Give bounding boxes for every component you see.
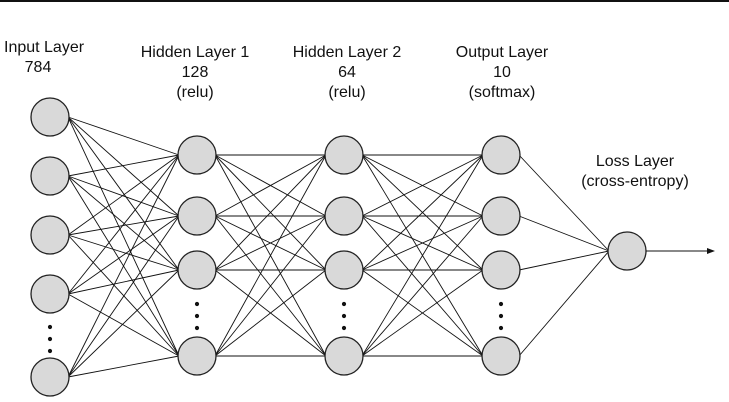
output-node-2 bbox=[481, 250, 521, 290]
input-hidden1-edge-1-1 bbox=[67, 175, 180, 217]
output-layer-ellipsis bbox=[498, 301, 504, 331]
ellipsis-dot bbox=[47, 348, 53, 354]
hidden1-hidden2-edge-3-0 bbox=[214, 154, 327, 357]
input-hidden1-edge-4-0 bbox=[67, 154, 180, 378]
ellipsis-dot bbox=[341, 325, 347, 331]
input-hidden1-edge-3-0 bbox=[67, 154, 180, 295]
ellipsis-dot bbox=[194, 313, 200, 319]
output-loss-edge-1 bbox=[518, 215, 610, 252]
hidden-layer-1-size: 128 bbox=[181, 64, 209, 81]
ellipsis-dot bbox=[194, 301, 200, 307]
output-layer-title: Output Layer bbox=[455, 44, 549, 61]
ellipsis-dot bbox=[498, 325, 504, 331]
hidden2-output-edge-2-1 bbox=[361, 215, 484, 271]
loss-layer-subtitle: (cross-entropy) bbox=[581, 173, 689, 190]
ellipsis-dot bbox=[47, 324, 53, 330]
ellipsis-dot bbox=[341, 301, 347, 307]
hidden2-output-edge-1-0 bbox=[361, 154, 484, 217]
hidden1-hidden2-edge-2-1 bbox=[214, 215, 327, 271]
hidden-layer-1-title: Hidden Layer 1 bbox=[140, 44, 250, 61]
ellipsis-dot bbox=[194, 325, 200, 331]
connections bbox=[67, 116, 610, 378]
loss-node bbox=[607, 231, 647, 271]
input-layer-label: Input Layer 784 bbox=[4, 38, 85, 78]
input-node-1 bbox=[30, 156, 70, 196]
ellipsis-dot bbox=[341, 313, 347, 319]
input-hidden1-edge-0-2 bbox=[67, 116, 180, 271]
hidden-layer-2-title: Hidden Layer 2 bbox=[292, 44, 402, 61]
output-node-3 bbox=[481, 336, 521, 376]
ellipsis-dot bbox=[498, 313, 504, 319]
ellipsis-dot bbox=[498, 301, 504, 307]
input-hidden1-edge-0-3 bbox=[67, 116, 180, 357]
hidden-layer-1-ellipsis bbox=[194, 301, 200, 331]
input-hidden1-edge-4-1 bbox=[67, 215, 180, 378]
input-node-3 bbox=[30, 274, 70, 314]
hidden1-hidden2-edge-3-2 bbox=[214, 269, 327, 357]
hidden-layer-2-label: Hidden Layer 2 64 (relu) bbox=[283, 43, 411, 103]
input-hidden1-edge-3-1 bbox=[67, 215, 180, 295]
hidden-layer-2-ellipsis bbox=[341, 301, 347, 331]
output-layer-label: Output Layer 10 (softmax) bbox=[444, 43, 560, 103]
input-hidden1-edge-3-2 bbox=[67, 269, 180, 295]
input-hidden1-edge-0-0 bbox=[67, 116, 180, 156]
hidden1-hidden2-edge-2-0 bbox=[214, 154, 327, 271]
hidden-layer-2-node-2 bbox=[324, 250, 364, 290]
hidden-layer-1-node-3 bbox=[177, 336, 217, 376]
output-loss-edge-0 bbox=[518, 154, 610, 252]
ellipsis-dot bbox=[47, 336, 53, 342]
hidden2-output-edge-2-0 bbox=[361, 154, 484, 271]
input-hidden1-edge-0-1 bbox=[67, 116, 180, 217]
input-node-2 bbox=[30, 215, 70, 255]
hidden2-output-edge-3-2 bbox=[361, 269, 484, 357]
input-node-0 bbox=[30, 97, 70, 137]
output-arrow-head bbox=[707, 248, 715, 254]
hidden-layer-2-activation: (relu) bbox=[328, 84, 366, 101]
input-hidden1-edge-4-3 bbox=[67, 355, 180, 378]
output-node-0 bbox=[481, 135, 521, 175]
output-loss-edge-3 bbox=[518, 250, 610, 357]
input-hidden1-edge-2-0 bbox=[67, 154, 180, 236]
input-layer-title: Input Layer bbox=[4, 39, 85, 56]
output-node-1 bbox=[481, 196, 521, 236]
hidden-layer-1-label: Hidden Layer 1 128 (relu) bbox=[133, 43, 257, 103]
output-layer-size: 10 bbox=[493, 64, 511, 81]
input-hidden1-edge-1-0 bbox=[67, 154, 180, 177]
hidden1-hidden2-edge-1-0 bbox=[214, 154, 327, 217]
input-hidden1-edge-4-2 bbox=[67, 269, 180, 378]
hidden2-output-edge-3-0 bbox=[361, 154, 484, 357]
input-hidden1-edge-3-3 bbox=[67, 293, 180, 357]
hidden-layer-1-node-2 bbox=[177, 250, 217, 290]
top-divider-line bbox=[0, 0, 729, 2]
input-layer-size: 784 bbox=[24, 59, 52, 76]
loss-layer-label: Loss Layer (cross-entropy) bbox=[567, 152, 703, 192]
input-ellipsis bbox=[47, 324, 53, 354]
hidden-layer-1-node-1 bbox=[177, 196, 217, 236]
output-loss-edge-2 bbox=[518, 250, 610, 271]
output-layer-activation: (softmax) bbox=[468, 84, 536, 101]
hidden-layer-1-node-0 bbox=[177, 135, 217, 175]
loss-layer-title: Loss Layer bbox=[595, 153, 675, 170]
nodes bbox=[30, 97, 647, 397]
hidden-layer-2-node-1 bbox=[324, 196, 364, 236]
hidden1-hidden2-edge-3-1 bbox=[214, 215, 327, 357]
output-arrow bbox=[646, 248, 715, 254]
input-node-4 bbox=[30, 357, 70, 397]
hidden-layer-2-node-3 bbox=[324, 336, 364, 376]
input-hidden1-edge-2-2 bbox=[67, 234, 180, 271]
ellipsis-dots bbox=[47, 301, 504, 354]
hidden-layer-2-size: 64 bbox=[338, 64, 356, 81]
input-hidden1-edge-2-3 bbox=[67, 234, 180, 357]
hidden2-output-edge-3-1 bbox=[361, 215, 484, 357]
input-hidden1-edge-2-1 bbox=[67, 215, 180, 236]
hidden-layer-1-activation: (relu) bbox=[176, 84, 214, 101]
input-hidden1-edge-1-2 bbox=[67, 175, 180, 271]
hidden-layer-2-node-0 bbox=[324, 135, 364, 175]
